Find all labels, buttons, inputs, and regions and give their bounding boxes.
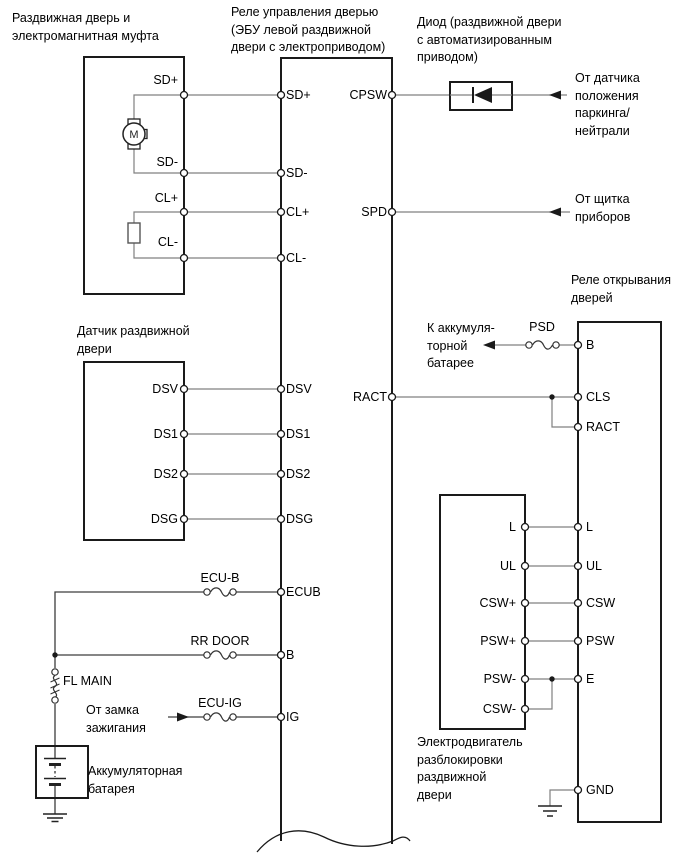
- ecu-box: [280, 57, 393, 844]
- fuse-ecu-ig-icon: [209, 712, 231, 722]
- pin-ecu-ecub: ECUB: [286, 585, 321, 599]
- pin-ecu-ds2: DS2: [286, 467, 311, 481]
- fuse-ecu-ig-label: ECU-IG: [198, 696, 242, 710]
- pin-ecu-ract: RACT: [352, 390, 387, 404]
- pin-sensor-dsg: DSG: [150, 512, 178, 526]
- fuse-icons: [50, 340, 560, 722]
- diode-icon: [450, 87, 512, 103]
- pin-motor-psw-minus: PSW-: [483, 672, 516, 686]
- to-battery-ref: К аккумуля- торной батарее: [427, 321, 495, 370]
- fuse-psd-icon: [531, 340, 554, 350]
- signal-wires: [133, 94, 578, 806]
- door-open-relay-title: Реле открывания дверей: [571, 273, 671, 305]
- door-ecu-title: Реле управления дверью (ЭБУ левой раздви…: [231, 5, 386, 54]
- motor-icon: M: [122, 118, 148, 150]
- door-sensor-title: Датчик раздвижной двери: [77, 324, 190, 356]
- ignition-ref: От замка зажигания: [86, 703, 146, 735]
- fuse-rr-door-icon: [209, 650, 231, 660]
- pin-ecu-dsg: DSG: [286, 512, 314, 526]
- fuse-ecu-b-label: ECU-B: [200, 571, 240, 585]
- pin-relay-b: B: [586, 338, 595, 352]
- fuse-rr-door-label: RR DOOR: [190, 634, 250, 648]
- fuse-psd-label: PSD: [529, 320, 555, 334]
- pin-door-sd-plus: SD+: [153, 73, 178, 87]
- pin-door-cl-minus: CL-: [157, 235, 178, 249]
- flow-arrows: [177, 90, 561, 722]
- fuse-ecu-b-icon: [209, 587, 231, 597]
- battery-ground-icon: [43, 813, 67, 823]
- pin-relay-gnd: GND: [586, 783, 614, 797]
- ecu-break-line: [256, 830, 411, 853]
- diode-box: [449, 81, 513, 111]
- park-neutral-ref: От датчика положения паркинга/ нейтрали: [575, 71, 640, 138]
- pin-relay-psw: PSW: [586, 634, 615, 648]
- terminal-pins: [179, 90, 583, 795]
- fuse-fl-main-label: FL MAIN: [63, 674, 112, 688]
- pin-motor-psw-plus: PSW+: [480, 634, 516, 648]
- battery-label: Аккумуляторная батарея: [88, 764, 183, 796]
- pin-relay-cls: CLS: [586, 390, 611, 404]
- pin-door-cl-plus: CL+: [154, 191, 178, 205]
- battery-box: [35, 745, 89, 799]
- component-boxes: [35, 56, 662, 853]
- pin-relay-csw: CSW: [586, 596, 616, 610]
- pin-ecu-dsv: DSV: [286, 382, 312, 396]
- pin-motor-csw-minus: CSW-: [482, 702, 516, 716]
- pin-relay-e: E: [586, 672, 595, 686]
- pin-ecu-ds1: DS1: [286, 427, 311, 441]
- to-battery-arrow-icon: [483, 340, 495, 350]
- pin-ecu-cl-plus: CL+: [286, 205, 310, 219]
- junction-dots: [52, 394, 555, 682]
- pin-motor-csw-plus: CSW+: [479, 596, 516, 610]
- door-sensor-box: [83, 361, 185, 541]
- motor-symbol-letter: M: [129, 129, 138, 141]
- door-open-relay-box: [577, 321, 662, 823]
- pin-ecu-cl-minus: CL-: [286, 251, 307, 265]
- pin-ecu-sd-minus: SD-: [286, 166, 308, 180]
- pin-ecu-sd-plus: SD+: [286, 88, 311, 102]
- pin-ecu-cpsw: CPSW: [349, 88, 388, 102]
- ignition-arrow-icon: [177, 712, 189, 722]
- unlock-motor-box: [439, 494, 526, 730]
- pin-motor-ul: UL: [500, 559, 516, 573]
- gnd-ground-icon: [538, 805, 562, 817]
- pin-relay-l: L: [586, 520, 593, 534]
- instrument-panel-arrow-icon: [549, 207, 561, 217]
- diode-title: Диод (раздвижной двери с автоматизирован…: [417, 15, 562, 64]
- pin-door-sd-minus: SD-: [156, 155, 178, 169]
- pin-sensor-dsv: DSV: [152, 382, 178, 396]
- pin-sensor-ds1: DS1: [153, 427, 178, 441]
- unlock-motor-title: Электродвигатель разблокировки раздвижно…: [417, 735, 523, 802]
- pin-ecu-b: B: [286, 648, 295, 662]
- park-neutral-arrow-icon: [549, 90, 561, 100]
- pin-ecu-ig: IG: [286, 710, 300, 724]
- pin-relay-ract: RACT: [586, 420, 621, 434]
- pin-ecu-spd: SPD: [361, 205, 387, 219]
- instrument-panel-ref: От щитка приборов: [575, 192, 631, 224]
- pin-sensor-ds2: DS2: [153, 467, 178, 481]
- clutch-coil-icon: [127, 222, 141, 244]
- door-clutch-title: Раздвижная дверь и электромагнитная муфт…: [12, 11, 159, 43]
- ground-icons: [43, 805, 562, 823]
- battery-icon: [44, 757, 66, 786]
- pin-relay-ul: UL: [586, 559, 602, 573]
- pin-motor-l: L: [509, 520, 516, 534]
